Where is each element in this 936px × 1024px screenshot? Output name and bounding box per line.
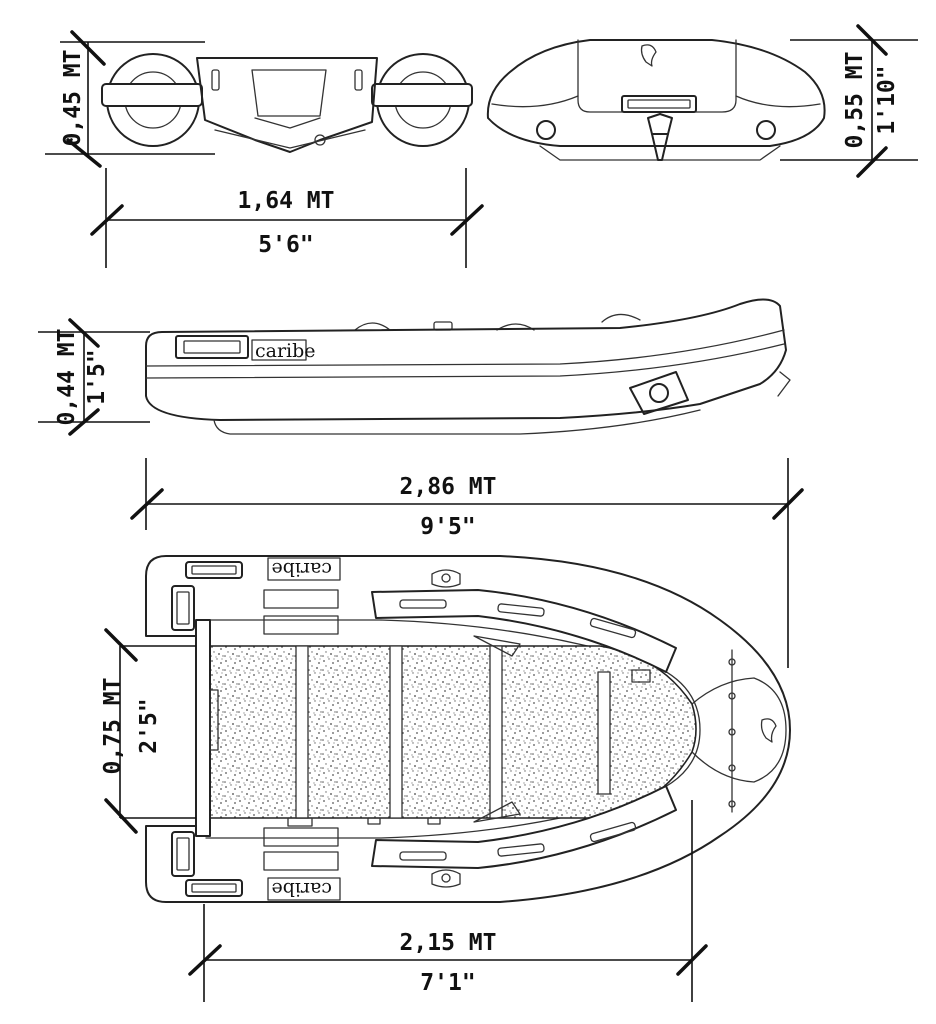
side-brand-label: caribe bbox=[255, 340, 316, 362]
side-view: caribe bbox=[38, 298, 791, 436]
rear-view bbox=[486, 24, 918, 178]
front-width-imperial-label: 5'6" bbox=[258, 232, 313, 258]
front-width-metric-label: 1,64 MT bbox=[238, 188, 335, 214]
front-height-metric-label: 0,45 MT bbox=[60, 50, 86, 147]
side-height-imperial-label: 1'5" bbox=[84, 349, 110, 404]
top-brand-label-upper: caribe bbox=[271, 558, 332, 580]
side-height-metric-label: 0,44 MT bbox=[54, 329, 80, 426]
inner-width-imperial-label: 2'5" bbox=[136, 698, 162, 753]
front-view bbox=[45, 30, 484, 268]
rear-height-metric-label: 0,55 MT bbox=[842, 52, 868, 149]
top-view: caribe caribe bbox=[104, 555, 791, 1002]
inner-width-metric-label: 0,75 MT bbox=[100, 678, 126, 775]
rear-height-imperial-label: 1'10" bbox=[874, 65, 900, 134]
overall-length-imperial-label: 9'5" bbox=[420, 514, 475, 540]
overall-length-dimension bbox=[130, 458, 804, 668]
inner-length-metric-label: 2,15 MT bbox=[400, 930, 497, 956]
overall-length-metric-label: 2,86 MT bbox=[400, 474, 497, 500]
inner-length-imperial-label: 7'1" bbox=[420, 970, 475, 996]
top-brand-label-lower: caribe bbox=[271, 878, 332, 900]
